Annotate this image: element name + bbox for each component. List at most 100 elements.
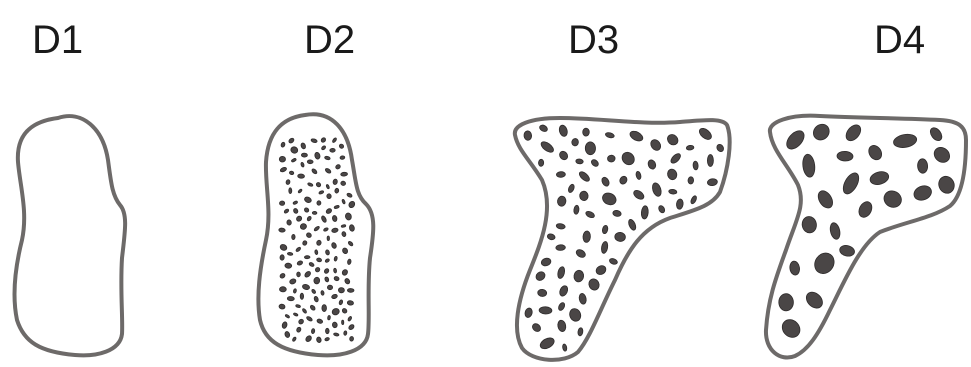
d2-trabecula [314,267,320,273]
d4-trabecula [810,121,832,143]
d4-trabecula [779,294,794,311]
d2-trabecula [313,277,320,284]
d2-trabecula [339,143,345,149]
d2-outline [258,114,373,355]
d2-trabecula [315,182,321,188]
d2-trabecula [308,262,314,268]
d2-trabecula [325,208,332,215]
d2-trabecula [298,189,303,194]
d2-trabecula [292,234,296,239]
d2-trabecula [341,269,348,277]
d2-trabecula [316,318,323,324]
d2-trabecula [334,276,340,281]
d3-trabecula [605,132,615,139]
d3-trabecula [641,206,649,220]
d2-trabecula [331,294,338,300]
d2-trabecula [331,242,337,249]
d2-trabecula [305,335,313,343]
d4-trabecula [912,183,934,203]
d3-trabeculae [523,124,724,352]
d2-trabecula [302,308,307,314]
d3-trabecula [609,258,619,266]
d2-trabecula [307,182,313,187]
d2-trabecula [304,207,310,213]
d2-trabecula [326,193,331,198]
d3-bone-section [515,118,730,360]
label-d4: D4 [874,18,925,62]
d2-trabecula [324,276,329,282]
d3-trabecula [539,140,555,155]
d3-trabecula [556,245,566,251]
d2-trabecula [306,232,313,238]
d3-trabecula [571,138,579,146]
d3-trabecula [583,128,590,136]
d2-trabecula [297,260,304,266]
d3-trabecula [601,191,618,207]
d2-trabecula [342,199,346,204]
d2-trabecula [334,256,338,261]
d2-trabecula [341,308,347,314]
d3-trabecula [697,126,713,141]
d3-trabecula [690,195,698,205]
d4-trabecula [866,143,884,162]
d3-trabecula [567,183,575,193]
d2-trabecula [324,156,330,161]
d2-trabecula [300,142,306,149]
d4-trabecula [789,261,800,276]
d2-trabecula [295,304,300,308]
d2-trabecula [311,289,316,294]
d3-trabecula [558,150,569,162]
d4-trabecula [815,188,835,210]
d3-trabecula [558,124,568,137]
d2-trabecula [317,201,321,206]
d2-trabecula [284,208,290,214]
d3-trabecula [590,158,600,167]
d2-trabecula [287,296,294,301]
d2-trabecula [304,270,312,278]
d3-trabecula [715,143,724,153]
d3-trabecula [577,327,583,336]
d2-trabecula [327,236,330,241]
d2-trabecula [323,268,329,274]
d2-trabecula [289,171,294,175]
d3-trabecula [538,336,556,351]
d2-trabecula [333,268,337,273]
d2-trabecula [325,328,329,333]
d2-trabecula [300,293,303,299]
d2-trabecula [293,312,298,316]
d2-trabecula [304,256,310,259]
d2-trabecula [279,304,286,310]
d2-trabecula [320,137,326,143]
d2-trabecula [291,158,297,163]
d2-trabecula [315,250,319,255]
d2-trabecula [287,220,292,226]
d4-trabecula [856,200,874,220]
d2-trabecula [297,272,301,277]
d3-trabecula [547,233,556,241]
d2-trabecula [293,201,298,205]
d2-trabecula [348,200,356,208]
d4-bone-section [766,116,966,358]
d3-trabecula [635,171,641,180]
d2-trabecula [302,240,308,246]
d2-trabecula [347,316,352,322]
d3-trabecula [557,302,566,312]
d3-trabecula [688,177,694,185]
d2-trabecula [279,156,285,162]
d3-trabecula [651,182,663,198]
d2-trabecula [321,215,328,223]
d2-trabecula [341,231,346,237]
d2-trabecula [323,227,329,232]
d2-trabecula [279,201,284,206]
d3-trabecula [562,344,567,352]
d2-trabecula [304,196,313,204]
d2-trabecula [301,153,307,157]
d1-bone-section [15,116,126,355]
d3-trabecula [538,159,544,166]
d4-trabeculae [779,121,957,341]
d2-trabecula [340,181,346,186]
d2-trabecula [286,179,291,185]
d2-trabecula [298,174,305,179]
d2-trabecula [321,145,326,150]
d2-trabecula [340,155,345,159]
